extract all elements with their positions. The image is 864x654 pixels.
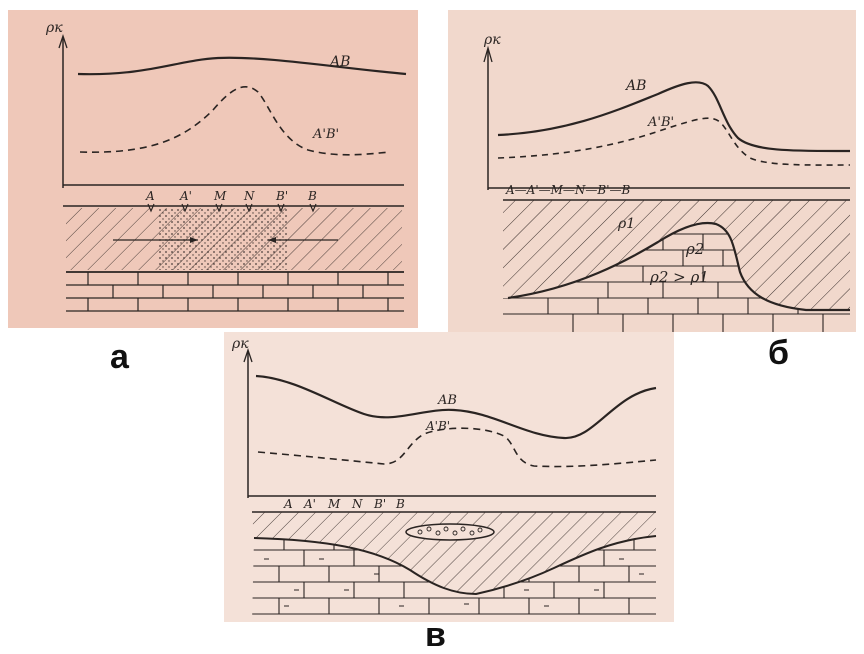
y-axis-label: ρк <box>483 32 501 48</box>
panel-c-caption: в <box>425 616 446 654</box>
electrode-label-b: B <box>395 497 405 511</box>
curve-ab-label: AB <box>437 393 457 408</box>
relation-label: ρ2 > ρ1 <box>649 268 709 286</box>
electrode-label-a-prime: A' <box>303 497 316 511</box>
curve-ab <box>497 81 851 153</box>
panel-a-svg: ρк AB A'B' A A' M N B' B <box>8 10 418 328</box>
curve-ab <box>77 56 407 76</box>
gravel-lens <box>405 523 495 541</box>
curve-a-b-prime <box>497 117 851 166</box>
diagram-panel-b: ρк AB A'B' A—A'—M—N—B'—B ρ1 ρ2 ρ2 > ρ1 <box>448 10 856 332</box>
panel-b-svg: ρк AB A'B' A—A'—M—N—B'—B ρ1 ρ2 ρ2 > ρ1 <box>448 10 856 332</box>
panel-a-caption: а <box>110 338 129 376</box>
y-axis-label: ρк <box>45 20 63 36</box>
electrode-label-a: A <box>145 189 155 203</box>
brick-layer <box>66 271 404 312</box>
y-axis-label: ρк <box>231 336 249 352</box>
valley-boundary <box>253 535 657 596</box>
diagram-panel-a: ρк AB A'B' A A' M N B' B <box>8 10 418 328</box>
layer-top-label: ρ1 <box>617 216 635 232</box>
paper-background <box>8 10 418 328</box>
curve-a-b-prime-label: A'B' <box>425 419 450 433</box>
body-boundary <box>507 221 850 312</box>
curve-ab-label: AB <box>624 78 646 94</box>
arrow-icon <box>268 237 276 243</box>
curve-a-b-prime-label: A'B' <box>312 127 339 142</box>
electrode-label-b: B <box>307 189 317 203</box>
curve-ab-label: AB <box>328 54 350 70</box>
electrode-label-a: A <box>283 497 293 511</box>
electrode-line: A—A'—M—N—B'—B <box>505 183 631 197</box>
electrode-label-m: M <box>213 189 227 203</box>
body-label: ρ2 <box>685 240 704 258</box>
electrode-label-b-prime: B' <box>275 189 288 203</box>
electrode-label-m: M <box>327 497 341 511</box>
curve-a-b-prime <box>79 86 391 156</box>
y-axis-arrow <box>243 347 253 363</box>
arrow-icon <box>190 237 198 243</box>
electrode-label-n: N <box>351 497 363 511</box>
electrode-label-b-prime: B' <box>373 497 386 511</box>
electrode-label-a-prime: A' <box>179 189 192 203</box>
panel-c-svg: ρк AB A'B' A A' M N B' B <box>224 332 674 622</box>
curve-ab <box>255 374 657 440</box>
electrode-array: A A' M N B' B <box>283 497 405 511</box>
y-axis-arrow <box>58 33 68 49</box>
y-axis-arrow <box>483 45 493 63</box>
electrode-label-n: N <box>243 189 255 203</box>
panel-b-caption: б <box>768 334 790 372</box>
diagram-panel-c: ρк AB A'B' A A' M N B' B <box>224 332 674 622</box>
dotted-zone <box>158 208 288 270</box>
curve-a-b-prime <box>257 427 657 468</box>
curve-a-b-prime-label: A'B' <box>647 115 674 130</box>
